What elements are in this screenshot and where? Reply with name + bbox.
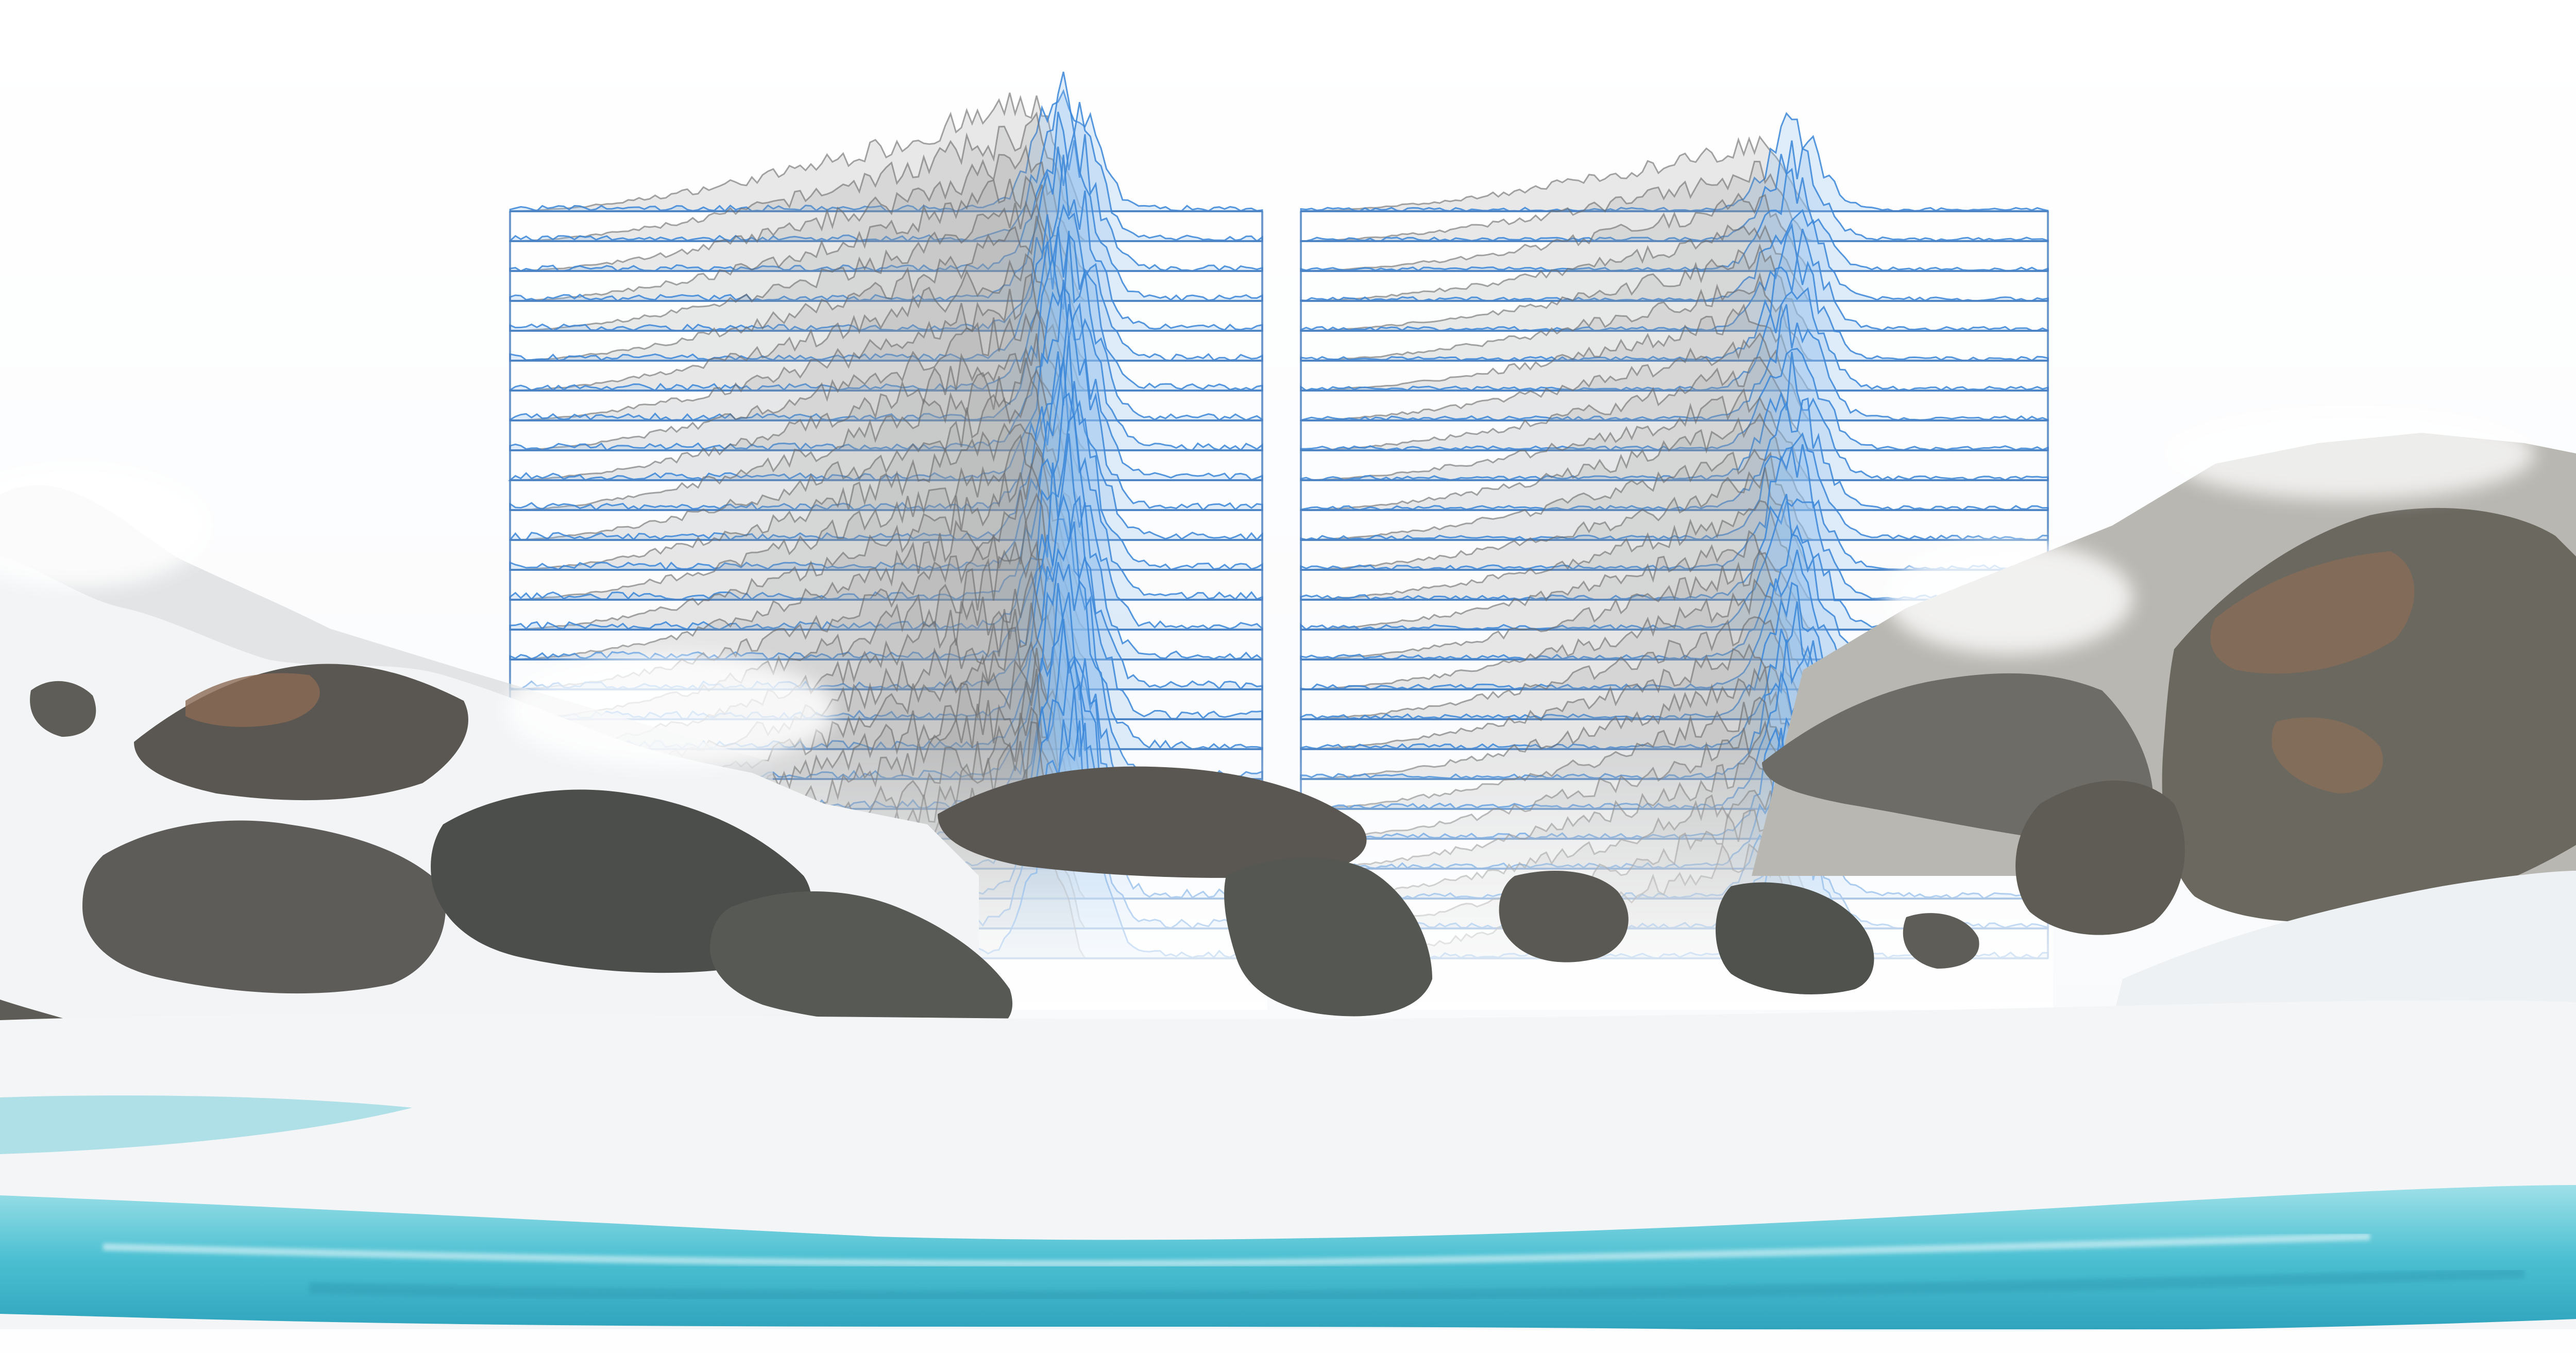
ridge-blue (509, 226, 1263, 392)
ridge-blue (509, 230, 1263, 421)
ridge-blue (1300, 351, 2049, 481)
ridge-blue (509, 392, 1263, 601)
right-cliffs (1762, 508, 2576, 1020)
center-rocks (938, 766, 1979, 1017)
mist (0, 407, 2535, 768)
ridge-blue (509, 111, 1263, 272)
ridge-blue (1300, 304, 2049, 421)
ridge-blue (509, 303, 1263, 511)
ridge-blue (1300, 112, 2049, 212)
ridge-blue (509, 433, 1263, 661)
ridge-blue (1300, 258, 2049, 362)
ridge-blue (509, 358, 1263, 571)
left-mountain (0, 556, 1013, 1061)
ridge-blue (1300, 287, 2049, 392)
ridge-blue (509, 413, 1263, 631)
frozen-lake (0, 1095, 2576, 1353)
ridge-blue (509, 72, 1263, 242)
